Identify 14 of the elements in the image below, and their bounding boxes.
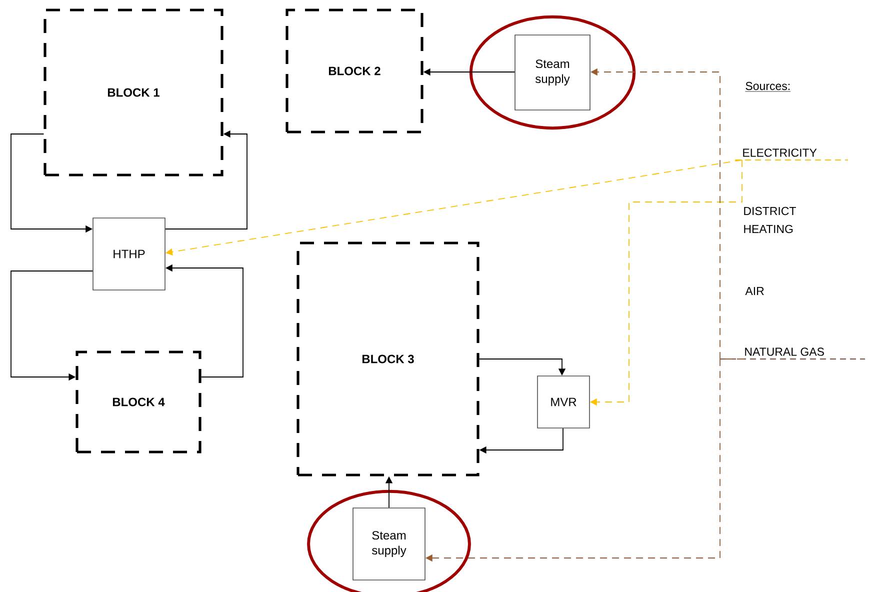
source-label: ELECTRICITY (734, 148, 848, 160)
process-box: MVR (537, 376, 590, 428)
dashed-block: BLOCK 4 (76, 350, 202, 454)
source-label: NATURAL GAS (720, 348, 866, 360)
source-label: DISTRICT HEATING (744, 206, 796, 234)
process-box: Steam supply (514, 34, 590, 110)
dashed-block: BLOCK 1 (44, 8, 224, 176)
section-heading: Sources: (745, 82, 791, 92)
source-label: AIR (745, 287, 764, 295)
dashed-block: BLOCK 3 (296, 242, 480, 476)
process-box: HTHP (92, 218, 166, 290)
dashed-block: BLOCK 2 (286, 8, 424, 134)
highlight-ellipse (469, 15, 636, 130)
process-box: Steam supply (352, 508, 426, 580)
